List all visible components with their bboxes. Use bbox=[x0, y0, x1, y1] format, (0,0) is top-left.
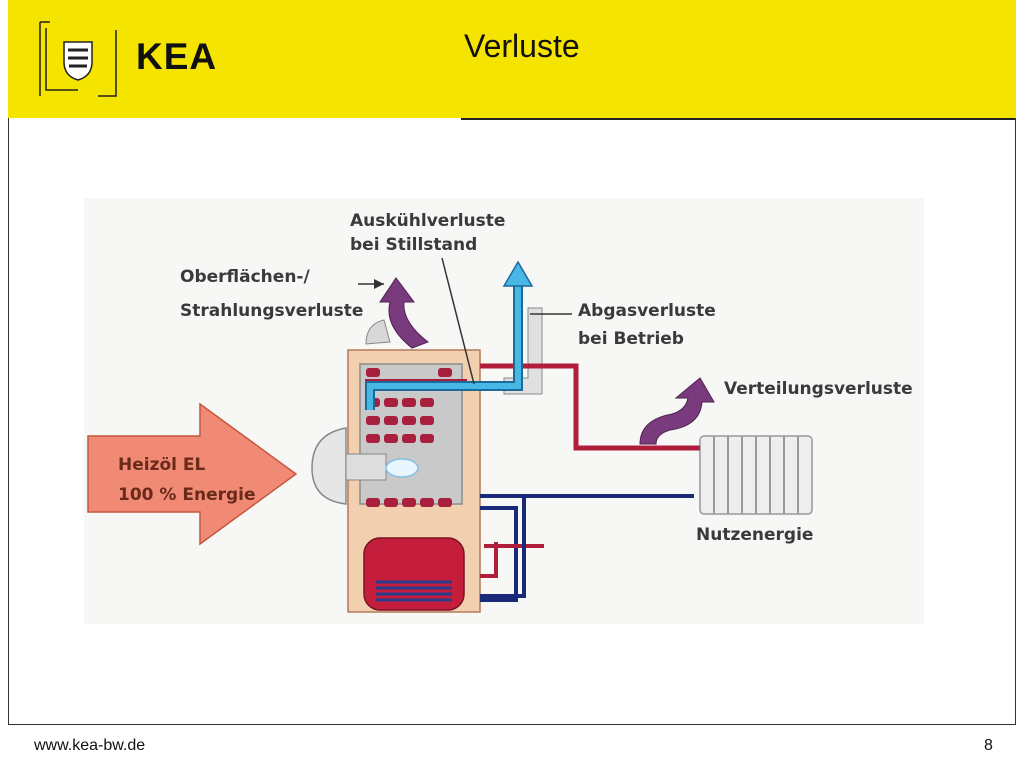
distribution-loss-arrow-icon bbox=[639, 377, 715, 445]
label-abgas-1: Abgasverluste bbox=[578, 301, 716, 321]
header-bar bbox=[8, 0, 1016, 118]
footer-url[interactable]: www.kea-bw.de bbox=[34, 737, 146, 754]
page-title: Verluste bbox=[464, 28, 580, 64]
chimney-hood bbox=[503, 307, 543, 395]
label-nutzenergie: Nutzenergie bbox=[696, 525, 813, 545]
content-frame bbox=[8, 118, 1016, 725]
radiator bbox=[699, 435, 813, 515]
label-auskuehl-1: Auskühlverluste bbox=[350, 211, 505, 231]
header-divider bbox=[461, 118, 1016, 120]
tank-pipe-4 bbox=[480, 496, 526, 598]
label-oberflaechen-1: Oberflächen-/ bbox=[180, 267, 310, 287]
logo-text: KEA bbox=[136, 36, 218, 77]
flue-hood bbox=[365, 319, 391, 345]
tank-coil bbox=[376, 580, 452, 602]
oberflaechen-callout-arrow-icon bbox=[374, 279, 384, 289]
label-heizoel-2: 100 % Energie bbox=[118, 485, 256, 505]
hot-water-tank bbox=[363, 537, 465, 611]
fuel-input-arrow bbox=[87, 402, 298, 546]
page-number: 8 bbox=[984, 737, 993, 754]
flame-icon bbox=[385, 458, 419, 478]
label-heizoel-1: Heizöl EL bbox=[118, 455, 206, 475]
auskuehl-callout-line bbox=[441, 257, 475, 385]
label-auskuehl-2: bei Stillstand bbox=[350, 235, 477, 255]
label-verteilung: Verteilungsverluste bbox=[724, 379, 913, 399]
tank-pipe-1 bbox=[480, 506, 518, 602]
coat-of-arms-icon bbox=[63, 41, 93, 81]
supply-pipe bbox=[480, 363, 690, 451]
tank-pipe-3 bbox=[480, 542, 498, 578]
flue-gas-arrow-icon bbox=[502, 260, 534, 287]
burner-tube bbox=[345, 453, 387, 481]
oil-burner bbox=[311, 427, 347, 505]
label-oberflaechen-2: Strahlungsverluste bbox=[180, 301, 363, 321]
surface-loss-arrow-icon bbox=[379, 277, 430, 349]
heat-loss-diagram: Auskühlverluste bei Stillstand Oberfläch… bbox=[84, 198, 924, 624]
label-abgas-2: bei Betrieb bbox=[578, 329, 684, 349]
kea-logo bbox=[38, 20, 118, 98]
